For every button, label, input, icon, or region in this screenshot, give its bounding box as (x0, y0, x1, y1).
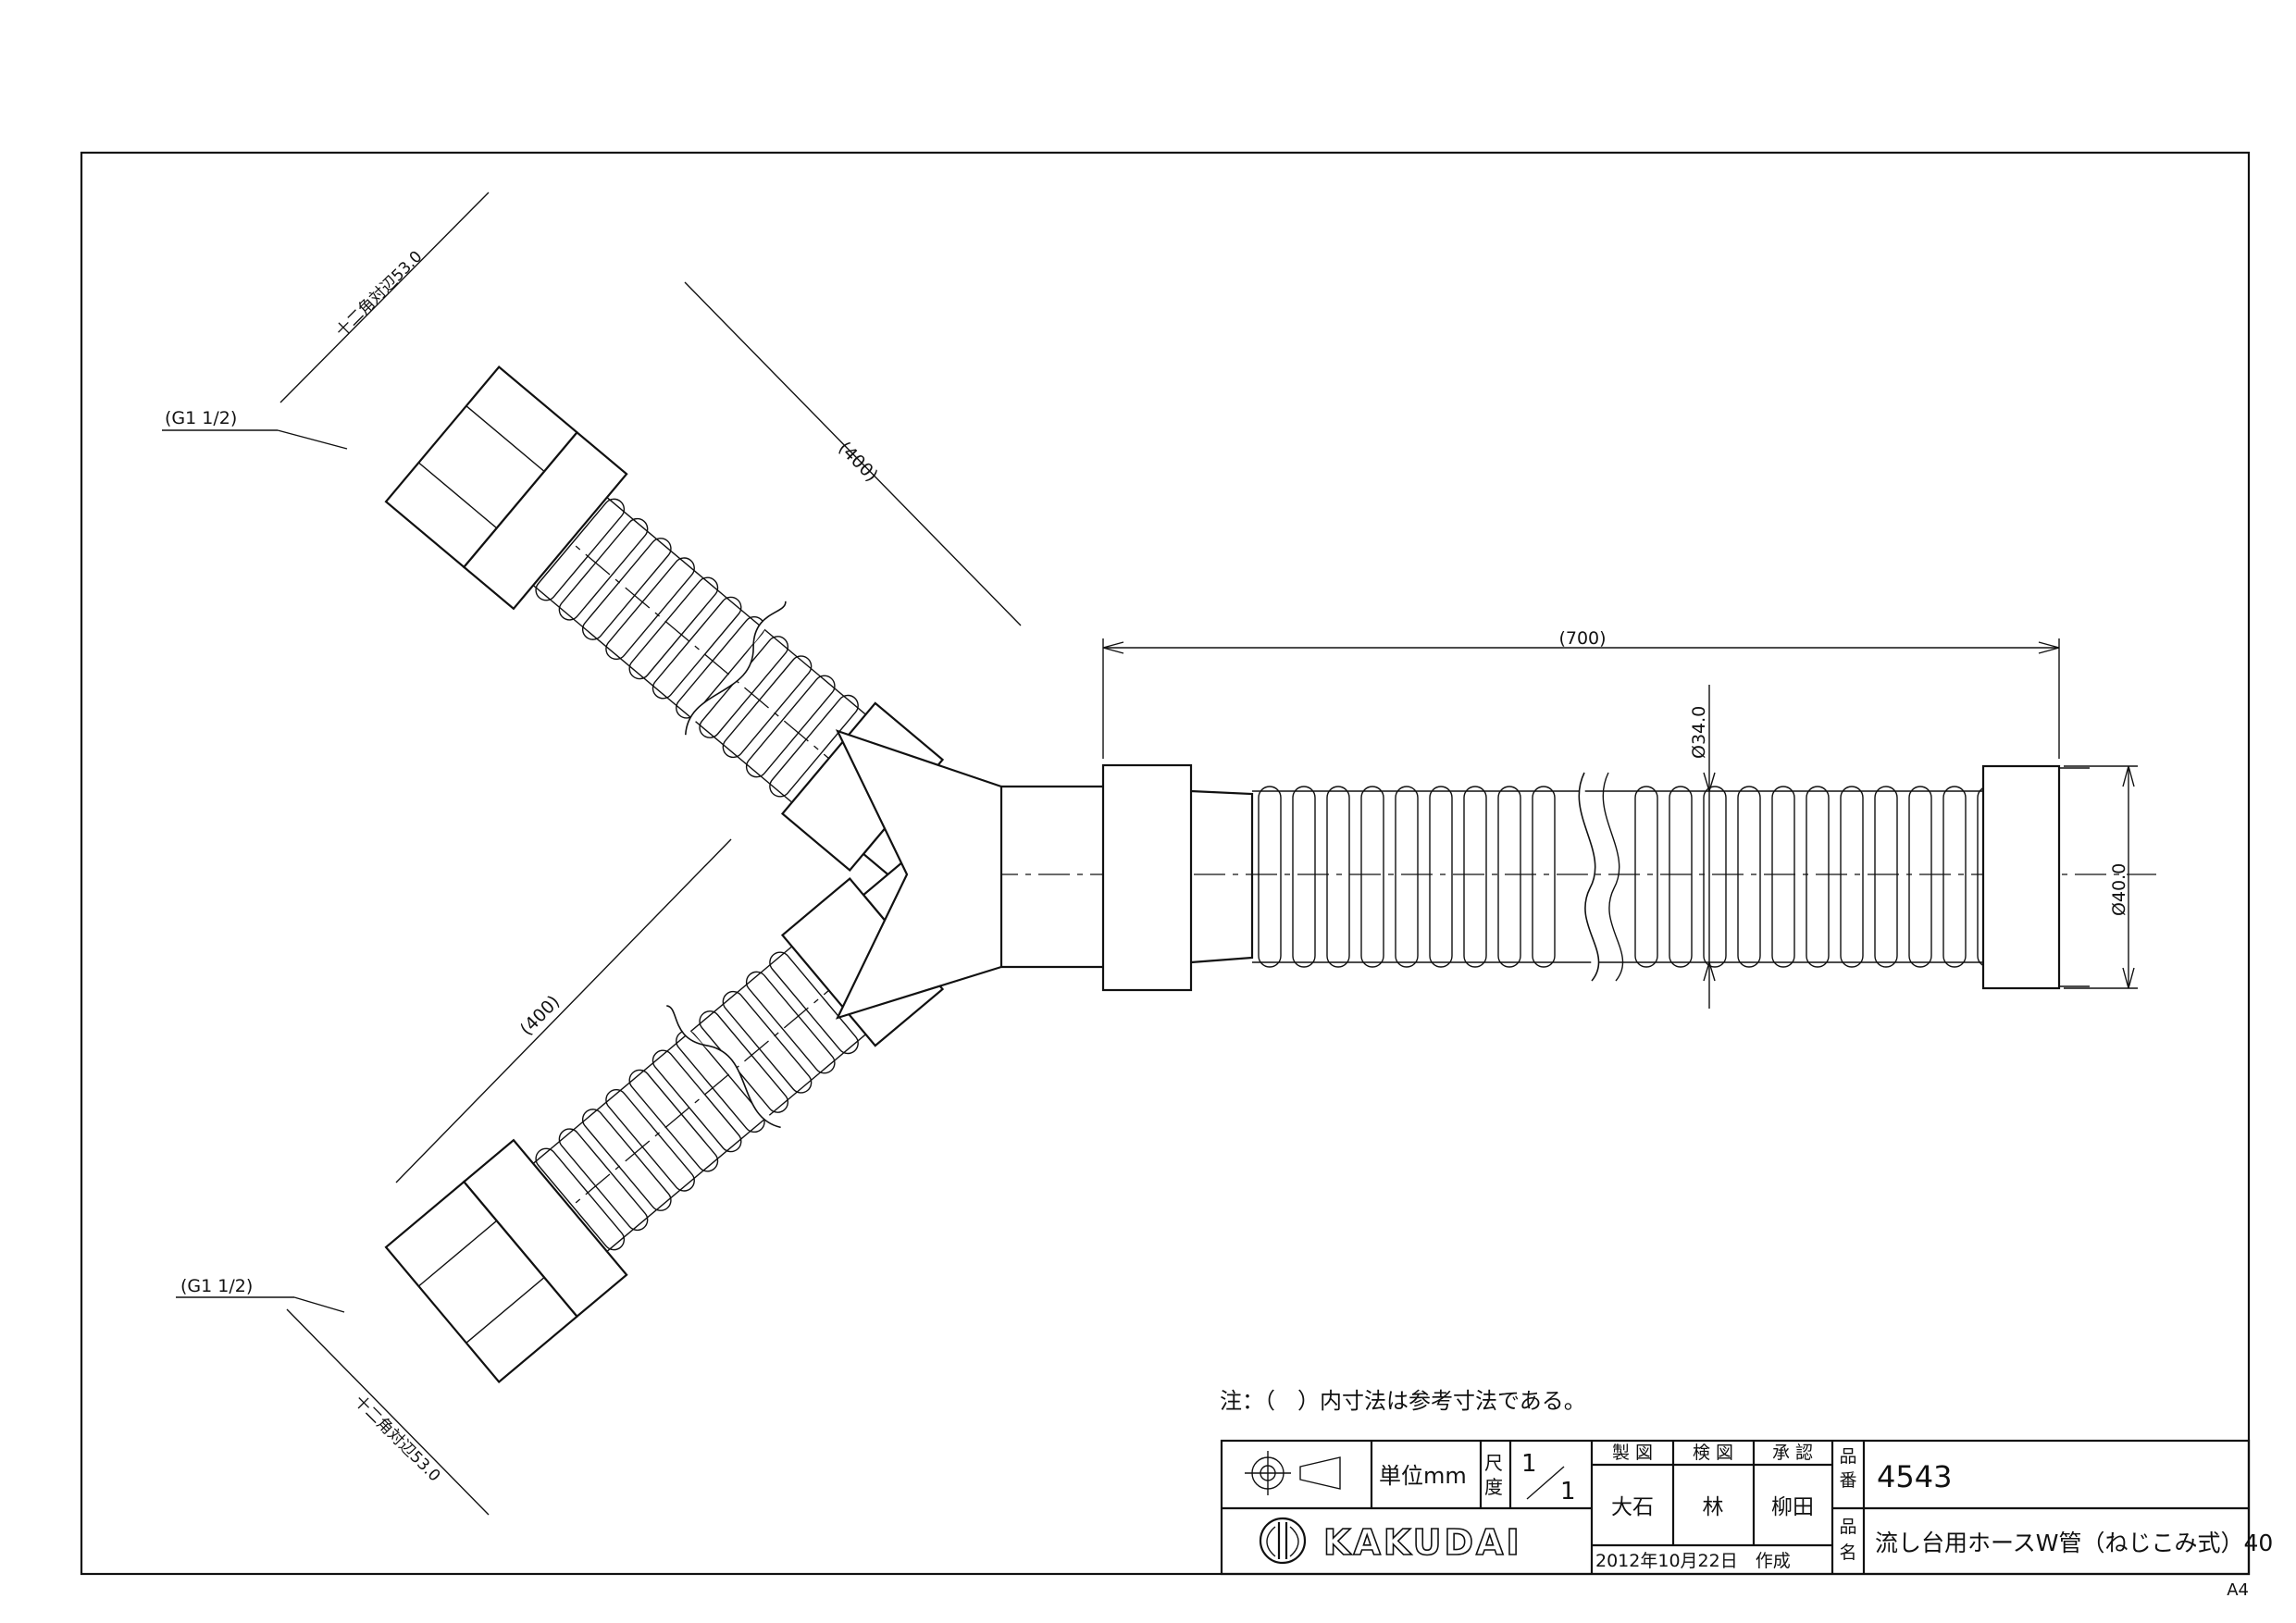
dim-main-length: (700) (1102, 628, 2060, 759)
hose-rib (745, 971, 836, 1074)
hose-rib (1634, 786, 1658, 968)
hose-rib (1806, 786, 1830, 968)
approved-label: 承 認 (1772, 1443, 1813, 1463)
dim-upper-length: (400) (684, 281, 1022, 626)
title-block: 単位mm 尺 度 1 1 製 図 検 図 承 認 大石 林 柳田 品 番 454… (1220, 1439, 2273, 1576)
dim-lower-hex-text: 十二角対辺53.0 (350, 1392, 443, 1485)
leader-thread-top: (G1 1/2) (162, 408, 348, 450)
part-name: 流し台用ホースW管（ねじこみ式）40 (1875, 1530, 2273, 1556)
hose-rib (581, 538, 672, 640)
hose-rib (628, 1069, 719, 1172)
hose-rib (676, 615, 765, 719)
hose-rib (1395, 786, 1419, 968)
thread-top-text: (G1 1/2) (165, 408, 237, 428)
hose-rib (1874, 786, 1898, 968)
hose-rib (1326, 786, 1350, 968)
kakudai-logo: KAKUDAI (1259, 1517, 1522, 1565)
dim-hose-dia-text: Ø34.0 (1689, 706, 1709, 759)
hose-rib (1703, 786, 1727, 968)
dim-upper-hex-text: 十二角対辺53.0 (332, 248, 426, 341)
leader-thread-bottom: (G1 1/2) (176, 1276, 345, 1313)
hose-rib (652, 1049, 742, 1153)
main-hose (935, 763, 2156, 992)
unit-label: 単位mm (1379, 1463, 1467, 1489)
part-no-label-2: 番 (1839, 1470, 1856, 1491)
hose-rib (535, 1147, 626, 1251)
main-right-nut (1981, 764, 2061, 990)
drawn-by: 大石 (1611, 1495, 1654, 1519)
scale-label-top: 尺 (1484, 1452, 1503, 1474)
hose-rib (745, 675, 836, 778)
brand-text: KAKUDAI (1323, 1522, 1522, 1563)
drawn-label: 製 図 (1612, 1443, 1653, 1463)
hose-rib (1669, 786, 1693, 968)
hose-rib (1840, 786, 1864, 968)
hose-rib (652, 596, 742, 700)
hose-rib (1463, 786, 1487, 968)
sheet-size: A4 (2227, 1580, 2249, 1600)
scale-numerator: 1 (1521, 1450, 1537, 1478)
hose-rib (581, 1109, 672, 1211)
dim-upper-hex: 十二角対辺53.0 (279, 192, 490, 403)
dim-upper-length-text: (400) (834, 438, 881, 486)
dim-nut-dia-text: Ø40.0 (2109, 863, 2129, 916)
scale-label-bottom: 度 (1484, 1476, 1503, 1498)
dim-lower-length-text: (400) (516, 992, 564, 1040)
hose-rib (1737, 786, 1761, 968)
hose-rib (1258, 786, 1282, 968)
hose-rib (1497, 786, 1521, 968)
part-no-label-1: 品 (1839, 1446, 1856, 1467)
hose-rib (558, 517, 649, 621)
hose-rib (1908, 786, 1932, 968)
hose-rib (1771, 786, 1795, 968)
dim-nut-dia: Ø40.0 (2064, 765, 2138, 989)
projection-symbol-icon (1245, 1451, 1341, 1495)
checked-label: 検 図 (1693, 1443, 1733, 1463)
hose-rib (1360, 786, 1384, 968)
dim-main-length-text: (700) (1558, 628, 1606, 649)
name-label-1: 品 (1839, 1517, 1856, 1537)
hose-rib (628, 576, 719, 680)
hose-rib (1532, 786, 1556, 968)
name-label-2: 名 (1839, 1542, 1856, 1563)
hose-rib (722, 990, 813, 1094)
hose-rib (676, 1030, 765, 1134)
hose-rib (769, 951, 859, 1055)
hose-rib (605, 1088, 695, 1192)
note-text: 注：（ ）内寸法は参考寸法である。 (1220, 1388, 1586, 1414)
hose-rib (558, 1128, 649, 1232)
lower-hex-nut-b (384, 1180, 579, 1383)
creation-date: 2012年10月22日 作成 (1595, 1551, 1791, 1571)
main-left-nut (1101, 763, 1193, 992)
hose-rib (605, 557, 695, 661)
dim-lower-hex: 十二角対辺53.0 (286, 1308, 490, 1516)
hose-rib (1429, 786, 1453, 968)
hose-rib (769, 694, 859, 798)
checked-by: 林 (1703, 1495, 1724, 1519)
scale-denominator: 1 (1560, 1478, 1576, 1505)
elbow-body (835, 729, 1003, 1020)
hose-rib (1292, 786, 1316, 968)
thread-bottom-text: (G1 1/2) (180, 1276, 253, 1296)
upper-hex-nut-b (384, 365, 579, 569)
hose-rib (1942, 786, 1967, 968)
dim-hose-dia: Ø34.0 (1689, 685, 1716, 1009)
approved-by: 柳田 (1771, 1495, 1814, 1519)
drawing-frame (80, 151, 2251, 1576)
part-number: 4543 (1877, 1459, 1952, 1494)
hose-rib (535, 498, 626, 601)
hose-rib (722, 655, 813, 759)
